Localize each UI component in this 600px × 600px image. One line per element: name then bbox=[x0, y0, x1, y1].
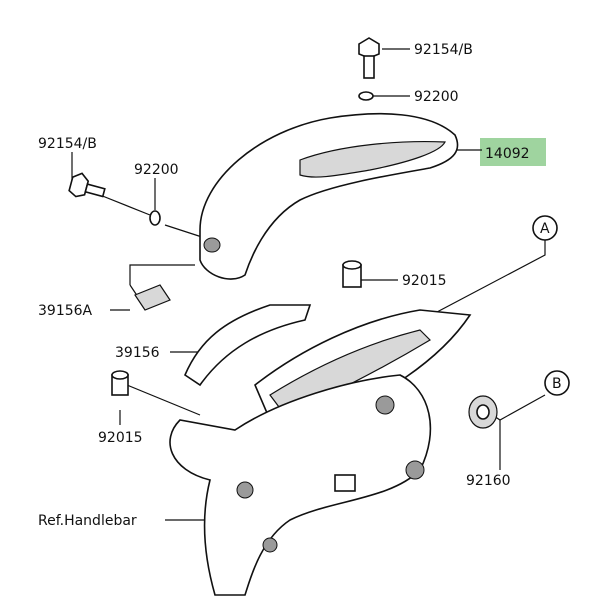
label-collar-mid: 92015 bbox=[402, 273, 447, 289]
ref-b-circle bbox=[544, 370, 570, 396]
grommet-icon bbox=[468, 395, 498, 429]
label-washer-top: 92200 bbox=[414, 89, 459, 105]
label-ref-handlebar: Ref.Handlebar bbox=[38, 513, 137, 529]
bolt-left-icon bbox=[68, 172, 106, 198]
bolt-top-icon bbox=[358, 37, 380, 79]
label-pad-a: 39156A bbox=[38, 303, 93, 319]
cover-part-icon bbox=[199, 112, 459, 280]
label-ref-b: B bbox=[552, 376, 562, 392]
washer-left-icon bbox=[149, 210, 161, 226]
washer-top-icon bbox=[358, 91, 374, 101]
label-pad: 39156 bbox=[115, 345, 160, 361]
label-grommet: 92160 bbox=[466, 473, 511, 489]
label-collar-left: 92015 bbox=[98, 430, 143, 446]
ref-a-circle bbox=[532, 215, 558, 241]
collar-mid-icon bbox=[342, 260, 362, 288]
label-ref-a: A bbox=[540, 221, 550, 237]
bracket-part-icon bbox=[169, 309, 472, 596]
label-washer-left: 92200 bbox=[134, 162, 179, 178]
label-bolt-left: 92154/B bbox=[38, 136, 97, 152]
label-cover: 14092 bbox=[485, 146, 530, 162]
leader-lines bbox=[71, 48, 546, 521]
pad-icon bbox=[184, 304, 312, 387]
highlight-box bbox=[480, 138, 546, 166]
label-bolt-top: 92154/B bbox=[414, 42, 473, 58]
pad-a-icon bbox=[134, 284, 171, 311]
collar-left-icon bbox=[111, 370, 129, 396]
